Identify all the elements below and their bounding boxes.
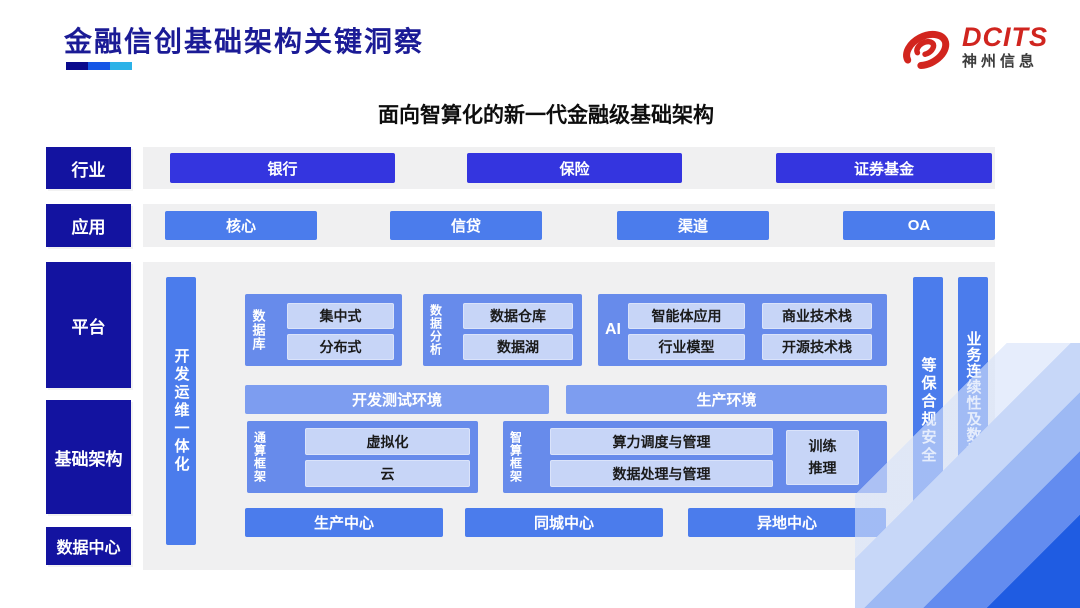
security-compliance-bar: 等保合规安全	[913, 277, 943, 545]
center-remote: 异地中心	[688, 508, 886, 537]
analytics-item-lake: 数据湖	[463, 334, 573, 360]
side-label-datacenter: 数据中心	[46, 527, 131, 565]
general-compute-label: 通算框架	[252, 431, 267, 483]
industry-item-insurance: 保险	[467, 153, 682, 183]
dcits-swirl-icon	[892, 18, 954, 75]
analytics-container: 数据分析 数据仓库 数据湖	[423, 294, 582, 366]
side-label-infrastructure: 基础架构	[46, 400, 131, 514]
logo-text: DCITS 神州信息	[962, 23, 1048, 69]
side-label-application: 应用	[46, 204, 131, 247]
ai-label: AI	[605, 321, 621, 338]
logo-brand: DCITS	[962, 22, 1048, 53]
general-compute-cloud: 云	[305, 460, 470, 487]
app-item-channel: 渠道	[617, 211, 769, 240]
center-production: 生产中心	[245, 508, 443, 537]
underline-segment-blue	[88, 62, 110, 70]
database-container: 数据库 集中式 分布式	[245, 294, 402, 366]
ai-item-agent-app: 智能体应用	[628, 303, 745, 329]
dev-test-environment-bar: 开发测试环境	[245, 385, 549, 414]
side-label-industry: 行业	[46, 147, 131, 189]
analytics-label: 数据分析	[428, 304, 443, 356]
industry-item-securities: 证券基金	[776, 153, 992, 183]
ai-item-opensource-stack: 开源技术栈	[762, 334, 872, 360]
data-processing-box: 数据处理与管理	[550, 460, 773, 487]
ai-item-commercial-stack: 商业技术栈	[762, 303, 872, 329]
analytics-item-warehouse: 数据仓库	[463, 303, 573, 329]
general-compute-virtualization: 虚拟化	[305, 428, 470, 455]
database-label: 数据库	[250, 309, 266, 351]
app-item-credit: 信贷	[390, 211, 542, 240]
industry-item-bank: 银行	[170, 153, 395, 183]
app-item-core: 核心	[165, 211, 317, 240]
diagram-title: 面向智算化的新一代金融级基础架构	[378, 104, 714, 127]
general-compute-container: 通算框架 虚拟化 云	[247, 421, 478, 493]
underline-segment-navy	[66, 62, 88, 70]
database-item-distributed: 分布式	[287, 334, 394, 360]
production-environment-bar: 生产环境	[566, 385, 887, 414]
compute-scheduling-box: 算力调度与管理	[550, 428, 773, 455]
database-item-centralized: 集中式	[287, 303, 394, 329]
underline-segment-cyan	[110, 62, 132, 70]
intelligent-compute-container: 智算框架 算力调度与管理 数据处理与管理 训练推理	[503, 421, 887, 493]
industry-row: 银行 保险 证券基金	[143, 147, 995, 189]
dcits-logo: DCITS 神州信息	[892, 18, 1048, 75]
devops-vertical-bar: 开发运维一体化	[166, 277, 196, 545]
center-same-city: 同城中心	[465, 508, 663, 537]
title-underline	[66, 62, 132, 70]
side-label-platform: 平台	[46, 262, 131, 388]
app-item-oa: OA	[843, 211, 995, 240]
intelligent-compute-label: 智算框架	[508, 431, 523, 483]
ai-container: AI 智能体应用 商业技术栈 行业模型 开源技术栈	[598, 294, 887, 366]
logo-subbrand: 神州信息	[962, 52, 1039, 70]
platform-infrastructure-panel: 开发运维一体化 数据库 集中式 分布式 数据分析 数据仓库 数据湖 AI 智能体…	[143, 262, 995, 570]
application-row: 核心 信贷 渠道 OA	[143, 204, 995, 247]
training-inference-box: 训练推理	[786, 430, 859, 485]
business-continuity-bar: 业务连续性及数据保护	[958, 277, 988, 545]
ai-item-industry-model: 行业模型	[628, 334, 745, 360]
page-title: 金融信创基础架构关键洞察	[64, 26, 425, 57]
